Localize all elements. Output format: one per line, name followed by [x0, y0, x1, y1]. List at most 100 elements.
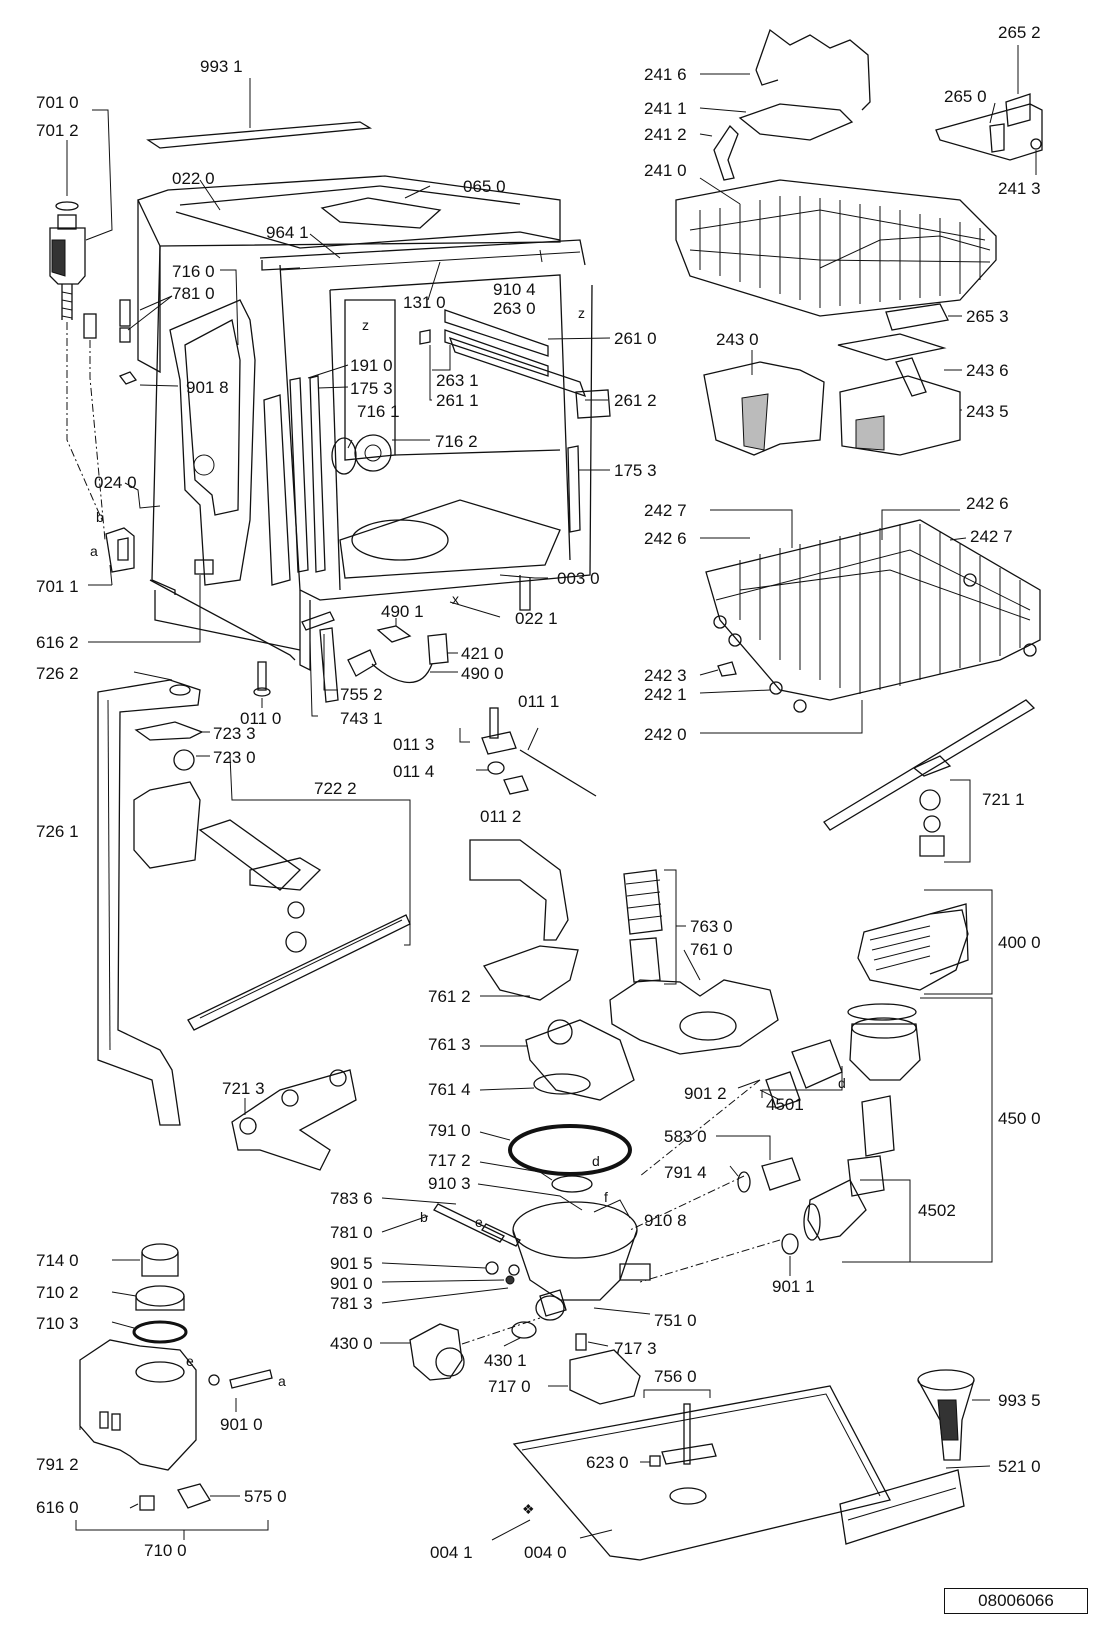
- label-716-1: 716 1: [357, 402, 400, 421]
- part-761-3-cover: [480, 1019, 635, 1101]
- label-241-1: 241 1: [644, 99, 687, 118]
- parts-723: [133, 721, 411, 946]
- tub-body: z z x: [137, 175, 593, 672]
- label-4502: 4502: [918, 1201, 956, 1220]
- label-761-3: 761 3: [428, 1035, 471, 1054]
- label-241-2: 241 2: [644, 125, 687, 144]
- label-755-2: 755 2: [340, 685, 383, 704]
- part-400-0-pump-motor: [857, 889, 993, 995]
- label-265-2: 265 2: [998, 23, 1041, 42]
- label-421-0: 421 0: [461, 644, 504, 663]
- svg-text:d: d: [592, 1153, 600, 1169]
- svg-text:a: a: [90, 543, 98, 559]
- label-191-0: 191 0: [350, 356, 393, 375]
- label-901-0-b: 901 0: [220, 1415, 263, 1434]
- part-241-6-rack-rail: [700, 28, 871, 111]
- label-011-2: 011 2: [480, 807, 522, 826]
- label-901-1: 901 1: [772, 1277, 815, 1296]
- label-901-0-a: 901 0: [330, 1274, 373, 1293]
- label-791-2: 791 2: [36, 1455, 79, 1474]
- label-910-8: 910 8: [644, 1211, 687, 1230]
- label-011-1: 011 1: [518, 692, 560, 711]
- label-024-0: 024 0: [94, 473, 137, 492]
- label-241-6: 241 6: [644, 65, 687, 84]
- label-242-3: 242 3: [644, 666, 687, 685]
- label-430-1: 430 1: [484, 1351, 527, 1370]
- part-763-0-filter: [623, 869, 686, 985]
- label-242-1: 242 1: [644, 685, 687, 704]
- svg-text:e: e: [475, 1214, 483, 1230]
- label-400-0: 400 0: [998, 933, 1041, 952]
- part-993-5-funnel: [917, 1369, 990, 1461]
- part-710-0-softener: e a: [75, 1243, 286, 1540]
- parts-490-421-electrical: [347, 618, 458, 684]
- label-781-0-top: 781 0: [172, 284, 215, 303]
- label-910-3: 910 3: [428, 1174, 471, 1193]
- part-761-2-pipe: [469, 839, 579, 1001]
- label-716-2: 716 2: [435, 432, 478, 451]
- label-242-7-a: 242 7: [644, 501, 687, 520]
- parts-783-781-901: b e: [381, 1197, 521, 1304]
- label-263-1: 263 1: [436, 371, 479, 390]
- label-901-8: 901 8: [186, 378, 229, 397]
- part-265-3-handle: [885, 303, 962, 331]
- label-717-0: 717 0: [488, 1377, 531, 1396]
- part-716-0-side-panel: [169, 269, 256, 586]
- svg-text:z: z: [578, 305, 585, 321]
- part-004-0-base: ❖: [491, 1385, 991, 1561]
- svg-text:e: e: [186, 1353, 194, 1369]
- label-781-0-b: 781 0: [330, 1223, 373, 1242]
- label-761-2: 761 2: [428, 987, 471, 1006]
- svg-text:b: b: [96, 509, 104, 525]
- label-791-4: 791 4: [664, 1163, 707, 1182]
- label-721-3: 721 3: [222, 1079, 265, 1098]
- label-241-0: 241 0: [644, 161, 687, 180]
- label-901-2: 901 2: [684, 1084, 727, 1103]
- label-4501: 4501: [766, 1095, 804, 1114]
- label-623-0: 623 0: [586, 1453, 629, 1472]
- part-241-0-upper-basket: [675, 177, 997, 317]
- label-616-0: 616 0: [36, 1498, 79, 1517]
- label-717-3: 717 3: [614, 1339, 657, 1358]
- part-722-2-spray-arm: [187, 819, 411, 1031]
- parts-011-levelling: [459, 707, 597, 797]
- label-242-0: 242 0: [644, 725, 687, 744]
- label-261-2: 261 2: [614, 391, 657, 410]
- document-id: 08006066: [944, 1588, 1088, 1614]
- svg-text:z: z: [362, 317, 369, 333]
- label-993-1: 993 1: [200, 57, 243, 76]
- label-761-0: 761 0: [690, 940, 733, 959]
- label-701-2: 701 2: [36, 121, 79, 140]
- svg-text:f: f: [604, 1189, 608, 1205]
- part-791-0-gasket: [479, 1124, 632, 1176]
- svg-text:b: b: [420, 1209, 428, 1225]
- svg-text:x: x: [452, 591, 459, 607]
- label-710-3: 710 3: [36, 1314, 79, 1333]
- label-743-1: 743 1: [340, 709, 383, 728]
- lead-616-2: [88, 575, 201, 643]
- label-175-3-a: 175 3: [350, 379, 393, 398]
- label-723-3: 723 3: [213, 724, 256, 743]
- part-761-4-disk: [479, 1073, 591, 1095]
- label-726-1: 726 1: [36, 822, 79, 841]
- label-065-0: 065 0: [463, 177, 506, 196]
- label-011-4: 011 4: [393, 762, 435, 781]
- label-717-2: 717 2: [428, 1151, 471, 1170]
- part-721-3-lower-arm: [231, 1069, 357, 1171]
- label-993-5: 993 5: [998, 1391, 1041, 1410]
- label-714-0: 714 0: [36, 1251, 79, 1270]
- label-701-0: 701 0: [36, 93, 79, 112]
- label-131-0: 131 0: [403, 293, 446, 312]
- label-781-3: 781 3: [330, 1294, 373, 1313]
- label-242-6-a: 242 6: [966, 494, 1009, 513]
- part-242-0-lower-basket: [699, 509, 1041, 734]
- part-241-1-clips: [699, 103, 854, 141]
- parts-263-261-rails: [419, 309, 611, 533]
- label-763-0: 763 0: [690, 917, 733, 936]
- part-726-water-tube: [97, 671, 201, 1126]
- label-265-3: 265 3: [966, 307, 1009, 326]
- label-901-5: 901 5: [330, 1254, 373, 1273]
- label-964-1: 964 1: [266, 223, 309, 242]
